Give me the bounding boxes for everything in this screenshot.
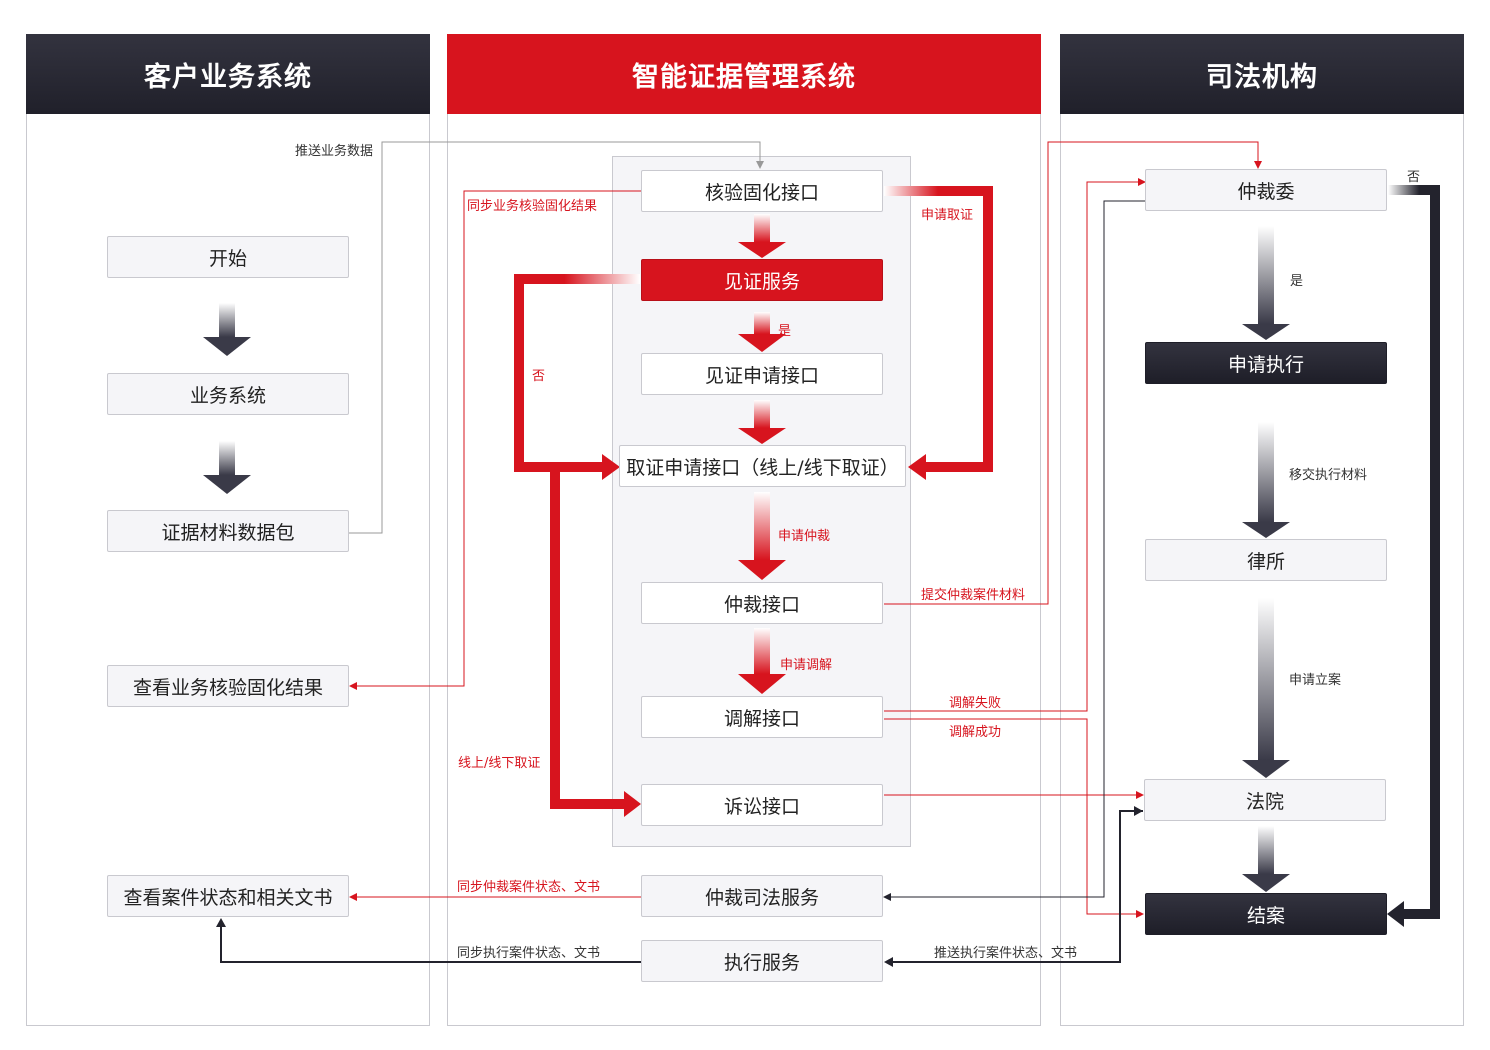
arrow-lawfirm-to-court: [1242, 598, 1290, 778]
node-case-closed[interactable]: 结案: [1145, 893, 1387, 935]
node-view-verify-result[interactable]: 查看业务核验固化结果: [107, 665, 349, 707]
node-verify-interface[interactable]: 核验固化接口: [641, 170, 883, 212]
label-committee-yes: 是: [1290, 274, 1304, 289]
node-litigation-interface[interactable]: 诉讼接口: [641, 784, 883, 826]
node-view-case-status[interactable]: 查看案件状态和相关文书: [107, 875, 349, 917]
node-arbitration-judicial-service[interactable]: 仲裁司法服务: [641, 875, 883, 917]
node-witness-apply-interface[interactable]: 见证申请接口: [641, 353, 883, 395]
lane-title-customer: 客户业务系统: [26, 34, 430, 114]
label-sync-arbitration-status: 同步仲裁案件状态、文书: [457, 880, 601, 895]
arrow-committee-to-execution: [1242, 226, 1290, 340]
node-start[interactable]: 开始: [107, 236, 349, 278]
line-push-biz-data: [349, 141, 764, 534]
arrow-apply-to-obtain: [738, 400, 786, 444]
node-witness-service[interactable]: 见证服务: [641, 259, 883, 301]
line-committee-no: [1387, 185, 1440, 927]
line-mediation-success: [884, 718, 1144, 918]
label-witness-yes: 是: [778, 324, 792, 339]
node-obtain-apply-interface[interactable]: 取证申请接口（线上/线下取证）: [619, 445, 906, 487]
label-push-biz-data: 推送业务数据: [295, 144, 374, 159]
node-evidence-package[interactable]: 证据材料数据包: [107, 510, 349, 552]
node-arbitration-committee[interactable]: 仲裁委: [1145, 169, 1387, 211]
label-online-offline: 线上/线下取证: [458, 756, 541, 771]
lane-title-evidence: 智能证据管理系统: [447, 34, 1041, 114]
line-sync-verify-result: [349, 190, 641, 690]
label-submit-case-materials: 提交仲裁案件材料: [921, 588, 1026, 603]
line-mediation-failed: [884, 178, 1146, 712]
line-online-offline: [550, 472, 641, 817]
node-court[interactable]: 法院: [1144, 779, 1386, 821]
line-push-execution-status: [884, 806, 1143, 967]
lane-title-judicial: 司法机构: [1060, 34, 1464, 114]
arrow-obtain-to-arbitration: [738, 492, 786, 580]
node-mediation-interface[interactable]: 调解接口: [641, 696, 883, 738]
label-mediation-failed: 调解失败: [949, 696, 1002, 711]
node-execution-service[interactable]: 执行服务: [641, 940, 883, 982]
line-submit-case-materials: [884, 141, 1262, 605]
arrow-arbitration-to-mediation: [738, 628, 786, 694]
label-committee-no: 否: [1407, 170, 1421, 185]
line-apply-obtain: [884, 186, 993, 480]
arrow-verify-to-witness: [738, 214, 786, 258]
line-committee-to-judicial-service: [883, 200, 1145, 901]
node-arbitration-interface[interactable]: 仲裁接口: [641, 582, 883, 624]
arrow-court-to-closed: [1242, 826, 1290, 892]
label-apply-arbitration: 申请仲裁: [778, 529, 831, 544]
arrow-witness-to-apply: [738, 312, 786, 352]
line-sync-execution-status: [216, 918, 641, 963]
label-sync-verify-result: 同步业务核验固化结果: [467, 199, 598, 214]
label-mediation-success: 调解成功: [949, 725, 1002, 740]
node-biz-system[interactable]: 业务系统: [107, 373, 349, 415]
arrow-start-to-biz: [203, 303, 251, 356]
label-apply-filing: 申请立案: [1289, 673, 1342, 688]
label-transfer-materials: 移交执行材料: [1289, 468, 1368, 483]
node-law-firm[interactable]: 律所: [1145, 539, 1387, 581]
arrow-biz-to-package: [203, 441, 251, 494]
label-apply-obtain: 申请取证: [921, 208, 974, 223]
line-witness-no: [514, 274, 640, 480]
label-witness-no: 否: [532, 369, 546, 384]
arrow-execution-to-lawfirm: [1242, 422, 1290, 538]
label-push-execution-status: 推送执行案件状态、文书: [934, 946, 1078, 961]
label-sync-execution-status: 同步执行案件状态、文书: [457, 946, 601, 961]
lane-customer-system: 客户业务系统: [26, 34, 430, 1026]
node-apply-execution[interactable]: 申请执行: [1145, 342, 1387, 384]
label-apply-mediation: 申请调解: [780, 658, 833, 673]
